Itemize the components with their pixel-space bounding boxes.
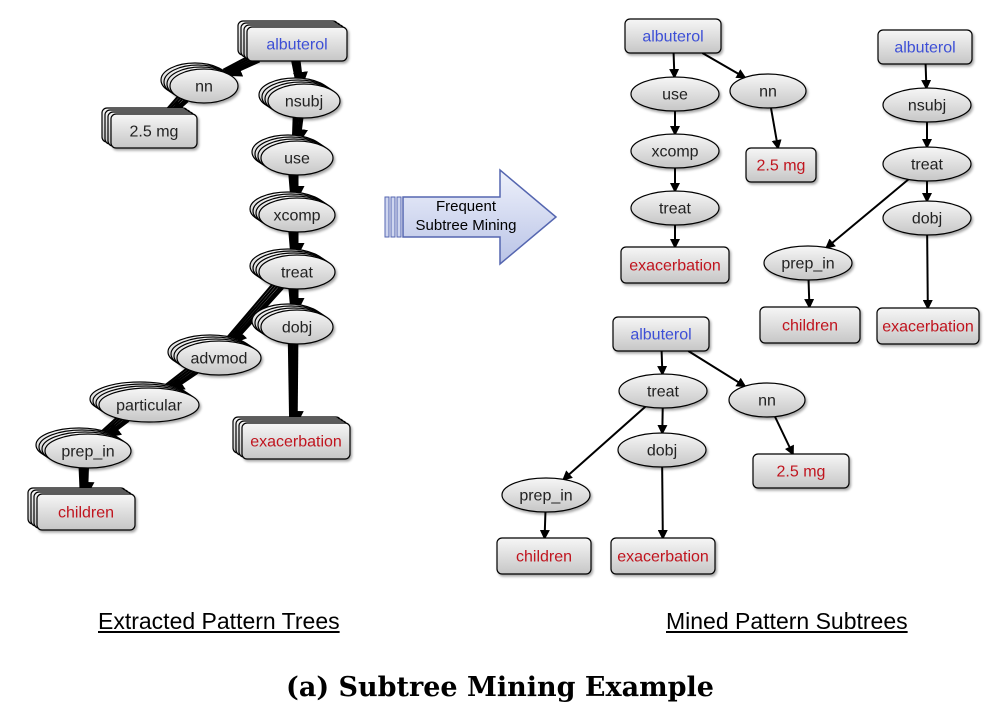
right-subtree-2-node-prep_in: prep_in [763, 245, 853, 281]
right-subtree-1-node-albuterol: albuterol [624, 18, 722, 54]
right-subtree-edges [539, 52, 933, 540]
left-label-albuterol: albuterol [266, 37, 327, 54]
right-subtree-3-label-exacerbation: exacerbation [617, 549, 709, 566]
arrow-label-line1: Frequent [436, 198, 497, 215]
right-subtree-3-label-mg: 2.5 mg [777, 464, 826, 481]
left-edge-dobj-exacerbation [287, 337, 304, 426]
right-subtree-2-label-dobj: dobj [912, 211, 942, 228]
right-subtree-1-edge-nn-mg [769, 107, 782, 150]
left-node-particular: particular [89, 381, 200, 423]
left-label-xcomp: xcomp [273, 208, 320, 225]
right-subtree-3-node-mg: 2.5 mg [752, 453, 850, 489]
right-subtree-2-label-albuterol: albuterol [894, 40, 955, 57]
right-subtree-1-node-treat: treat [630, 190, 720, 226]
right-subtree-3-edge-albuterol-treat [657, 350, 668, 377]
right-subtree-1-label-use: use [662, 87, 688, 104]
right-subtree-1-node-xcomp: xcomp [630, 133, 720, 169]
right-subtree-2-node-albuterol: albuterol [877, 29, 973, 65]
right-subtree-1-node-exacerbation: exacerbation [620, 246, 730, 284]
right-subtree-3-node-nn: nn [728, 382, 806, 418]
left-node-exacerbation: exacerbation [232, 416, 351, 460]
right-subtree-1-label-albuterol: albuterol [642, 29, 703, 46]
left-node-children: children [27, 487, 136, 531]
right-subtree-3-node-exacerbation: exacerbation [610, 537, 716, 575]
left-label-particular: particular [116, 398, 182, 415]
right-subtree-2-label-nsubj: nsubj [908, 98, 946, 115]
right-subtree-2-edge-prep_in-children [804, 279, 815, 309]
right-subtree-2-label-treat: treat [911, 157, 944, 174]
left-label-mg: 2.5 mg [130, 124, 179, 141]
right-subtree-3-label-treat: treat [647, 384, 680, 401]
left-label-exacerbation: exacerbation [250, 434, 342, 451]
right-subtree-2-node-children: children [759, 306, 861, 344]
right-subtree-3-label-dobj: dobj [647, 443, 677, 460]
right-subtree-3-edge-nn-mg [774, 416, 794, 456]
right-subtree-1-edge-albuterol-use [669, 52, 680, 80]
left-label-dobj: dobj [282, 320, 312, 337]
left-node-treat: treat [249, 248, 336, 290]
left-node-advmod: advmod [167, 334, 262, 376]
left-label-prep_in: prep_in [61, 444, 114, 461]
right-subtree-1-node-nn: nn [729, 73, 807, 109]
right-subtree-2-label-children: children [782, 318, 838, 335]
right-subtree-3-edge-albuterol-nn [687, 350, 747, 388]
left-node-nsubj: nsubj [258, 77, 341, 119]
right-subtree-1-edge-albuterol-nn [701, 52, 747, 79]
left-node-albuterol: albuterol [237, 20, 348, 62]
left-node-mg: 2.5 mg [101, 107, 198, 149]
right-subtree-2-label-prep_in: prep_in [781, 256, 834, 273]
arrow-label-line2: Subtree Mining [416, 217, 517, 234]
left-label-advmod: advmod [191, 351, 248, 368]
right-subtree-3-label-children: children [516, 549, 572, 566]
left-label-children: children [58, 505, 114, 522]
left-node-dobj: dobj [251, 303, 334, 345]
right-subtree-2-edge-dobj-exacerbation [922, 234, 933, 310]
right-subtree-1-node-mg: 2.5 mg [745, 147, 817, 183]
right-subtree-1-label-exacerbation: exacerbation [629, 258, 721, 275]
right-subtree-3-node-albuterol: albuterol [612, 316, 710, 352]
left-label-use: use [284, 151, 310, 168]
right-subtree-3-edge-dobj-exacerbation [657, 466, 668, 540]
right-subtree-2-edge-treat-prep_in [824, 178, 910, 249]
left-node-prep_in: prep_in [35, 427, 132, 469]
right-subtree-3-node-children: children [496, 537, 592, 575]
left-node-xcomp: xcomp [249, 191, 336, 233]
right-subtree-2-node-exacerbation: exacerbation [876, 307, 980, 345]
right-subtree-1-label-treat: treat [659, 201, 692, 218]
right-subtree-3-label-prep_in: prep_in [519, 488, 572, 505]
left-label-nn: nn [195, 79, 213, 96]
left-label-treat: treat [281, 265, 314, 282]
right-subtree-nodes: albuterol use nn xcomp 2.5 mg treat exacerbati… [496, 18, 980, 575]
right-subtree-2-node-dobj: dobj [882, 200, 972, 236]
right-subtree-1-label-nn: nn [759, 84, 777, 101]
right-subtree-3-node-dobj: dobj [617, 432, 707, 468]
figure-caption: (a) Subtree Mining Example [286, 672, 714, 703]
right-subtree-2-edge-albuterol-nsubj [921, 63, 932, 91]
right-subtree-3-node-treat: treat [618, 373, 708, 409]
right-subtree-2-label-exacerbation: exacerbation [882, 319, 974, 336]
left-tree-nodes: albuterol nn 2.5 mg nsubj use xcomp treat dobj a… [27, 20, 351, 531]
right-subtree-3-edge-prep_in-children [539, 511, 550, 540]
right-subtree-1-label-xcomp: xcomp [651, 144, 698, 161]
right-subtree-2-node-nsubj: nsubj [882, 87, 972, 123]
right-section-label: Mined Pattern Subtrees [666, 608, 908, 634]
right-subtree-2-node-treat: treat [882, 146, 972, 182]
right-subtree-3-edge-treat-prep_in [562, 405, 647, 481]
left-section-label: Extracted Pattern Trees [98, 608, 340, 634]
left-node-use: use [251, 134, 334, 176]
right-subtree-1-label-mg: 2.5 mg [757, 158, 806, 175]
frequent-subtree-mining-arrow: Frequent Subtree Mining [384, 168, 558, 266]
right-subtree-3-label-albuterol: albuterol [630, 327, 691, 344]
right-subtree-3-label-nn: nn [758, 393, 776, 410]
left-label-nsubj: nsubj [285, 94, 323, 111]
right-subtree-1-node-use: use [630, 76, 720, 112]
left-node-nn: nn [160, 62, 239, 104]
right-subtree-3-node-prep_in: prep_in [501, 477, 591, 513]
